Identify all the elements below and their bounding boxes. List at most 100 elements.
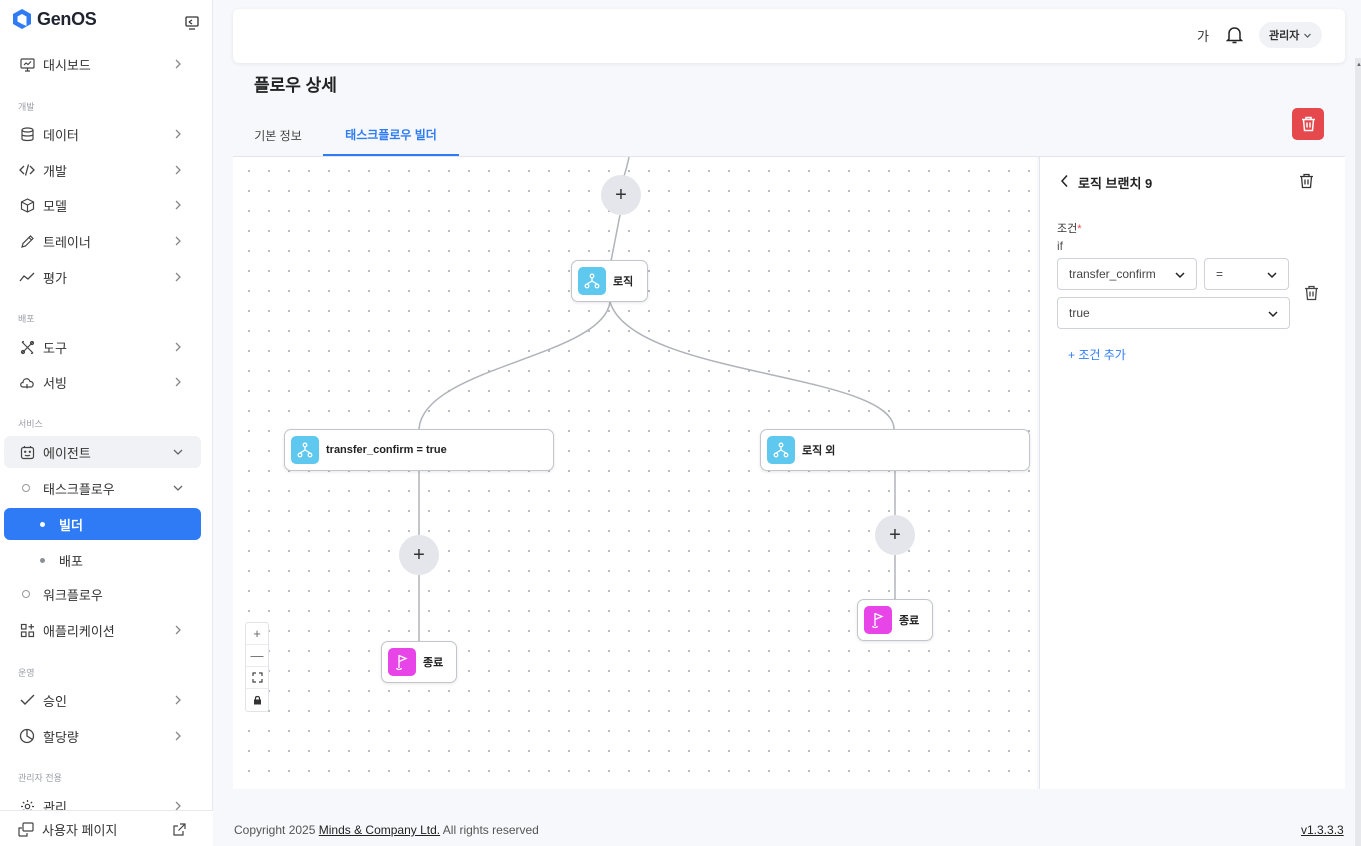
add-node-button[interactable]: + [601,175,641,215]
tabs-divider [233,156,1345,157]
sidebar-item-serving[interactable]: 서빙 [4,366,201,398]
end-node-right[interactable]: 종료 [857,599,933,641]
copyright-prefix: Copyright 2025 [234,823,319,837]
add-node-button[interactable]: + [875,515,915,555]
add-condition-button[interactable]: + 조건 추가 [1068,348,1126,362]
chevron-right-icon [175,200,181,210]
node-settings-panel: 로직 브랜치 9 조건* if transfer_confirm = true … [1039,157,1345,789]
sidebar-item-label: 데이터 [43,127,79,143]
version-link[interactable]: v1.3.3.3 [1301,823,1344,837]
tab-basic-info[interactable]: 기본 정보 [254,128,302,143]
condition-label: 조건* [1057,220,1082,236]
delete-flow-button[interactable] [1292,108,1324,140]
condition-value-select[interactable]: true [1057,297,1290,329]
sidebar-item-manage[interactable]: 관리 [4,789,201,811]
font-size-toggle[interactable]: 가 [1197,29,1209,44]
sidebar-item-dashboard[interactable]: 대시보드 [4,48,201,80]
sidebar-item-develop[interactable]: 개발 [4,154,201,186]
condition-operator-select[interactable]: = [1204,258,1289,290]
user-page-label: 사용자 페이지 [42,823,118,838]
page-title: 플로우 상세 [254,76,337,95]
lock-button[interactable] [246,689,268,711]
admin-menu-button[interactable]: 관리자 [1259,22,1323,48]
sidebar-item-data[interactable]: 데이터 [4,118,201,150]
cloud-icon [18,373,36,391]
section-label-dev: 개발 [18,102,35,112]
sidebar-item-builder[interactable]: 빌더 [4,508,201,540]
branch-node-true[interactable]: transfer_confirm = true [284,429,554,471]
bell-icon[interactable] [1226,26,1243,44]
select-value: transfer_confirm [1069,267,1156,281]
code-icon [18,161,36,179]
scroll-up-icon[interactable]: ▲ [1356,62,1361,68]
sidebar-item-application[interactable]: 애플리케이션 [4,614,201,646]
node-label: transfer_confirm = true [326,444,447,456]
chevron-right-icon [175,695,181,705]
chevron-down-icon [173,449,183,455]
circle-bullet-icon [22,590,30,598]
chevron-right-icon [175,625,181,635]
company-link[interactable]: Minds & Company Ltd. [318,823,441,837]
flow-canvas[interactable]: + 로직 transfer_confirm = true 로직 외 + + 종료… [233,157,1037,789]
condition-label-text: 조건 [1057,223,1078,235]
sidebar-item-label: 빌더 [59,517,83,533]
section-label-admin: 관리자 전용 [18,773,62,783]
chevron-right-icon [175,377,181,387]
sidebar-item-deploy[interactable]: 배포 [4,544,201,576]
apps-icon [18,621,36,639]
trash-icon [1301,116,1315,132]
database-icon [18,125,36,143]
user-page-icon [18,822,34,837]
sidebar-item-workflow[interactable]: 워크플로우 [4,578,201,610]
trash-icon[interactable] [1299,173,1314,189]
page-scrollbar[interactable] [1355,58,1361,846]
sidebar-item-taskflow[interactable]: 태스크플로우 [4,472,201,504]
chart-line-icon [18,268,36,286]
sidebar-item-quota[interactable]: 할당량 [4,720,201,752]
add-node-button[interactable]: + [399,535,439,575]
zoom-in-button[interactable]: + [246,623,268,645]
fit-view-button[interactable] [246,667,268,689]
admin-label: 관리자 [1269,30,1300,42]
sidebar-item-label: 대시보드 [43,57,91,73]
chevron-down-icon [1175,272,1185,279]
sidebar-item-approval[interactable]: 승인 [4,684,201,716]
sidebar-item-label: 에이전트 [43,445,91,461]
robot-icon [18,443,36,461]
logo[interactable]: GenOS [12,8,97,30]
user-page-link[interactable]: 사용자 페이지 [18,820,117,839]
sidebar-item-tools[interactable]: 도구 [4,331,201,363]
condition-field-select[interactable]: transfer_confirm [1057,258,1197,290]
sidebar-item-agent[interactable]: 에이전트 [4,436,201,468]
logic-node[interactable]: 로직 [571,260,648,302]
sidebar-footer: 사용자 페이지 [0,810,213,846]
edge-logic-to-else [609,301,895,430]
sidebar-item-trainer[interactable]: 트레이너 [4,225,201,257]
trash-icon[interactable] [1304,285,1319,301]
sidebar-item-label: 평가 [43,270,67,286]
if-label: if [1057,239,1063,253]
chevron-down-icon [173,485,183,491]
flow-edges [418,157,896,641]
end-node-left[interactable]: 종료 [381,641,457,683]
tab-taskflow-builder[interactable]: 태스크플로우 빌더 [323,114,459,156]
zoom-out-button[interactable]: — [246,645,268,667]
back-chevron-icon[interactable] [1060,173,1074,189]
sidebar-collapse-icon[interactable] [183,14,201,32]
section-label-deploy: 배포 [18,314,35,324]
sidebar-item-eval[interactable]: 평가 [4,261,201,293]
chevron-down-icon [1304,33,1312,38]
chevron-right-icon [175,801,181,811]
dot-bullet-icon [40,557,45,563]
sidebar-item-label: 모델 [43,198,67,214]
sidebar-item-label: 배포 [59,553,83,569]
sidebar-item-label: 트레이너 [43,234,91,250]
chevron-right-icon [175,342,181,352]
check-icon [18,691,36,709]
external-link-icon[interactable] [173,823,186,836]
sidebar-item-label: 도구 [43,340,67,356]
sidebar-item-model[interactable]: 모델 [4,189,201,221]
sidebar-item-label: 개발 [43,163,67,179]
branch-node-else[interactable]: 로직 외 [760,429,1030,471]
flag-icon [864,606,892,634]
